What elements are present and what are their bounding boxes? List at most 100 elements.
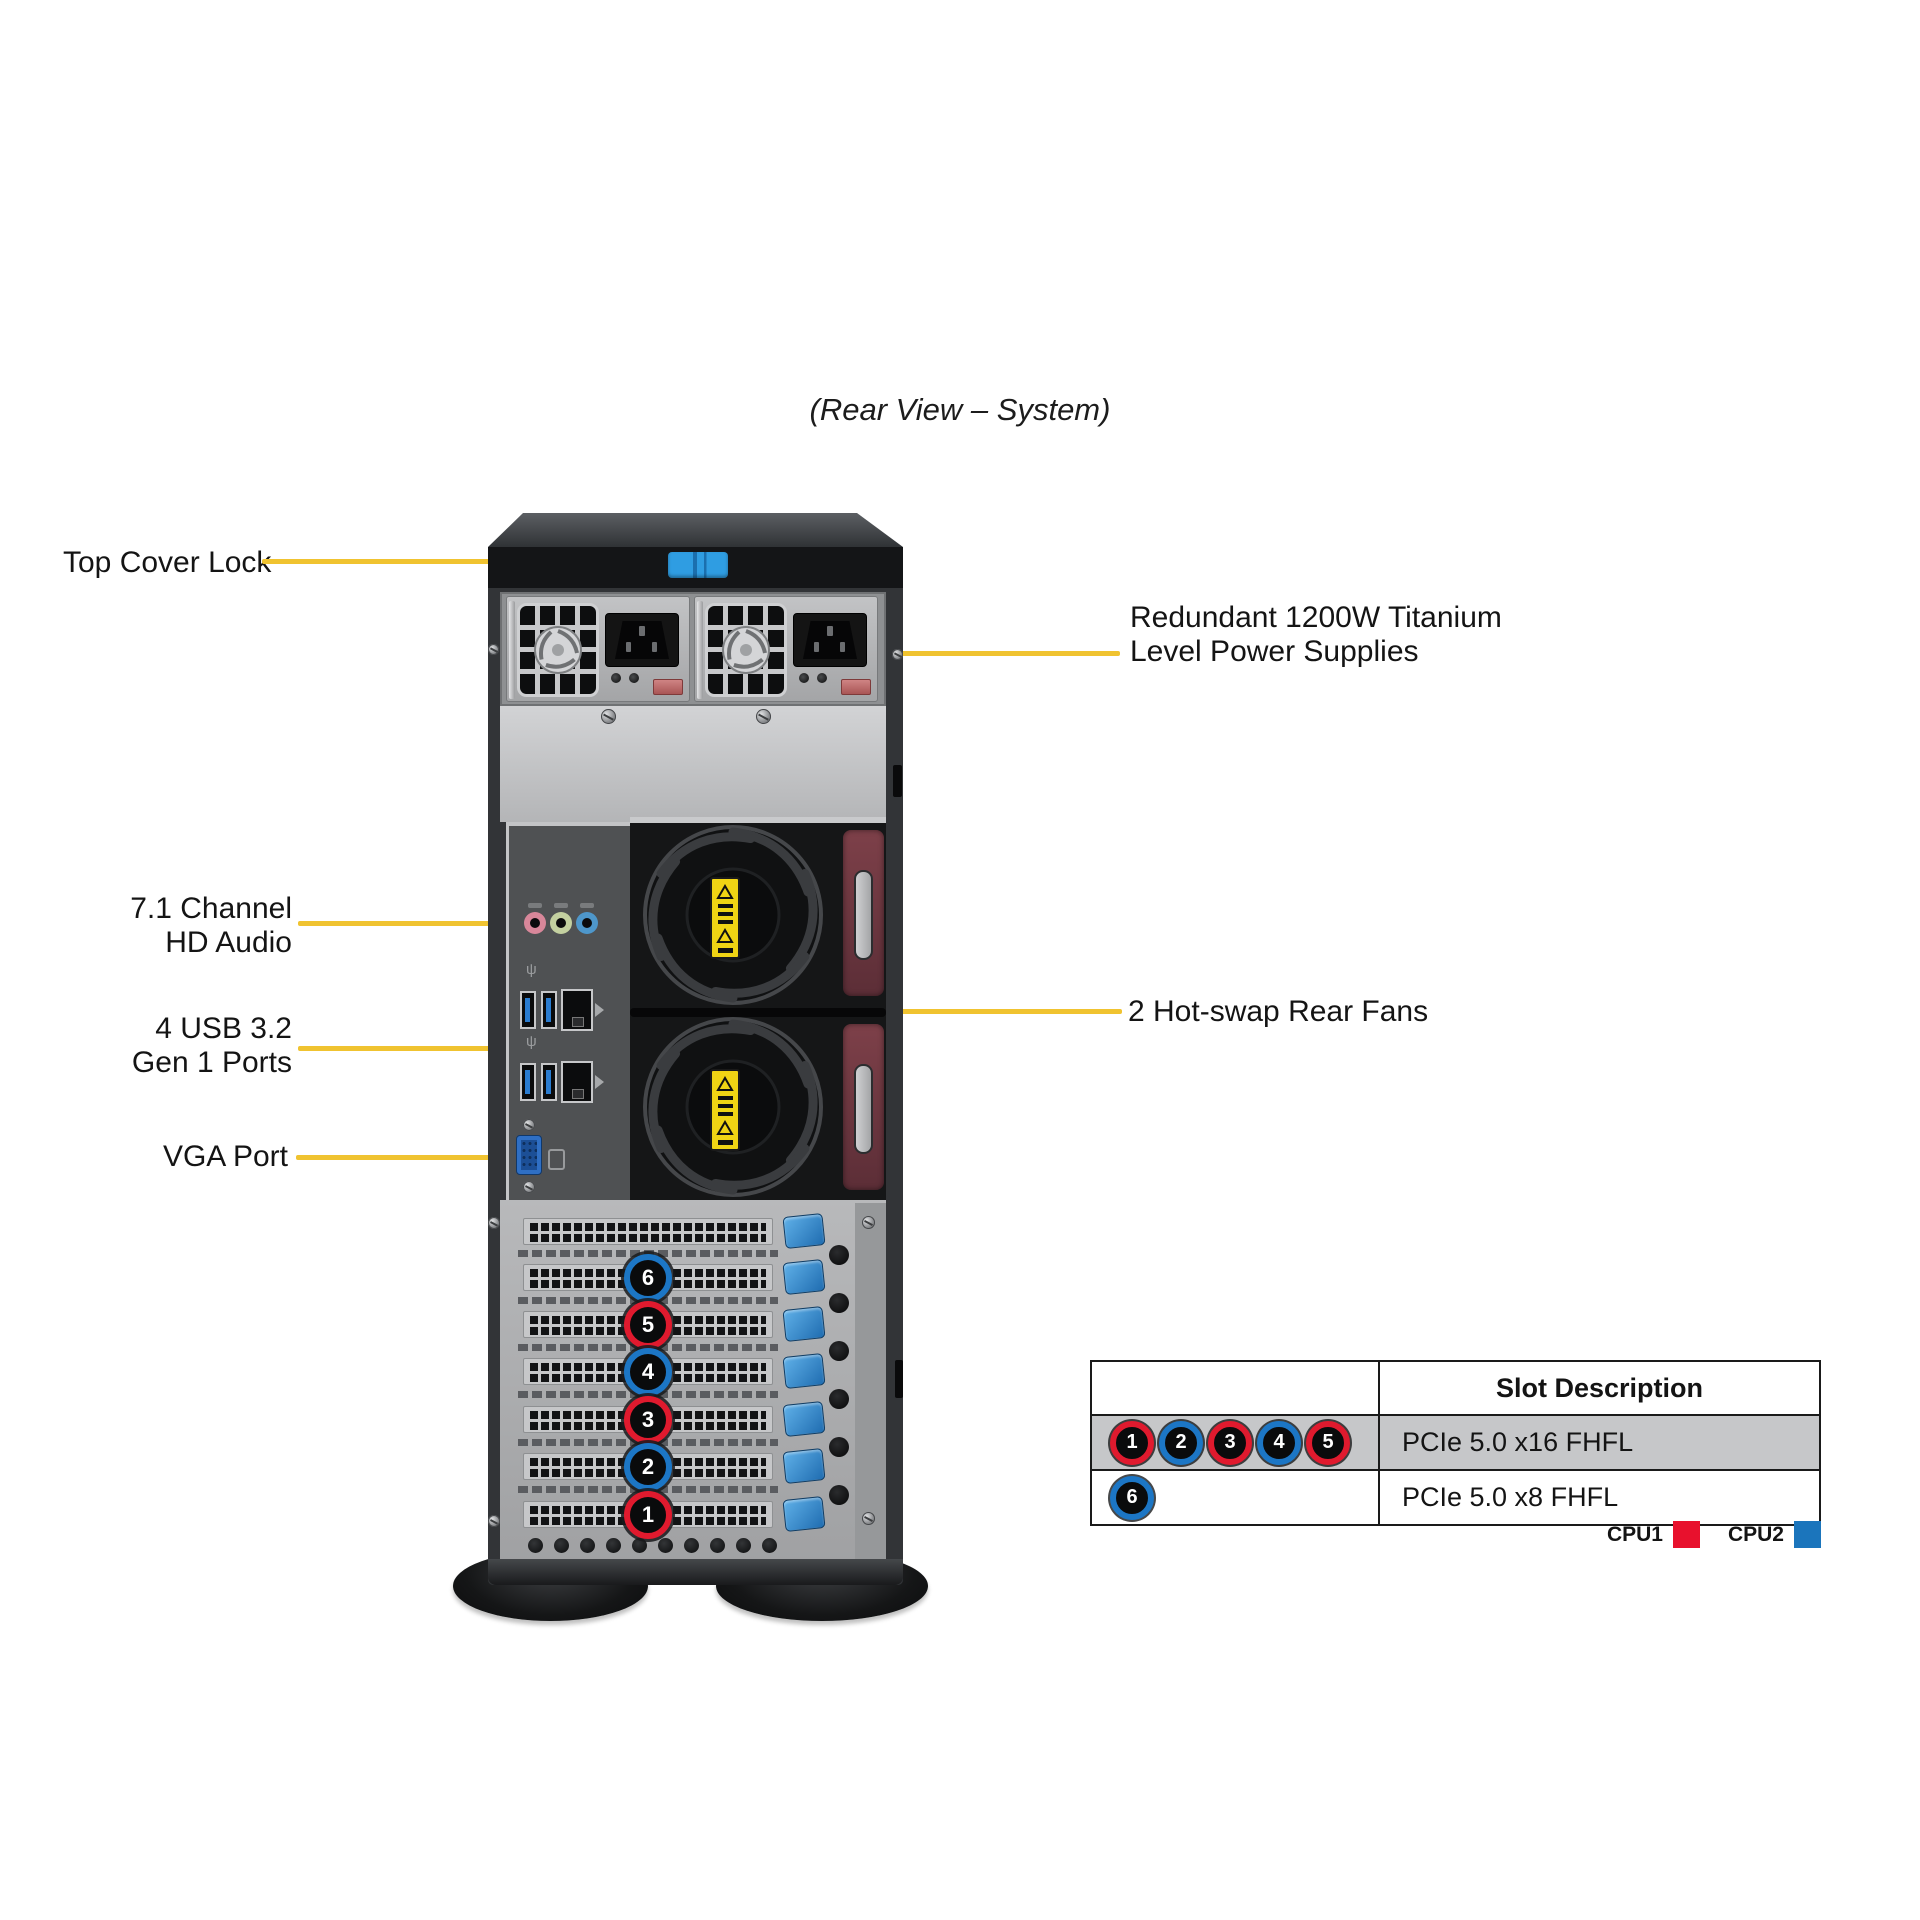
chassis-slot-badge-1: 1	[624, 1491, 672, 1539]
slot-latch	[782, 1447, 826, 1485]
vent-hole	[606, 1538, 621, 1553]
screw-hole	[829, 1389, 849, 1409]
usb-icon: ψ	[526, 961, 537, 978]
psu-status-led	[817, 673, 827, 683]
label-usb-ports: 4 USB 3.2 Gen 1 Ports	[132, 1012, 292, 1080]
usb-icon: ψ	[526, 1033, 537, 1050]
screw-hole	[829, 1293, 849, 1313]
chassis-screw	[488, 644, 499, 655]
lan-port	[561, 1061, 593, 1103]
screw-hole	[829, 1341, 849, 1361]
lan-port	[561, 989, 593, 1031]
label-power-supplies-line1: Redundant 1200W Titanium	[1130, 601, 1502, 634]
table-slots-cell: 6	[1092, 1471, 1380, 1524]
fan-divider	[630, 1008, 886, 1017]
label-usb-ports-line2: Gen 1 Ports	[131, 1046, 292, 1079]
table-slot-badge-4: 4	[1257, 1420, 1301, 1465]
slot-latch	[782, 1400, 826, 1438]
chassis-slot-badge-2: 2	[624, 1443, 672, 1491]
tower-illustration: ψ ψ	[453, 513, 928, 1628]
chassis-bottom	[488, 1559, 903, 1585]
chassis-screw	[756, 709, 771, 724]
side-notch	[893, 765, 902, 797]
audio-jack-mic	[524, 912, 546, 934]
table-slot-badge-1: 1	[1110, 1420, 1154, 1465]
table-slot-badge-2: 2	[1159, 1420, 1203, 1465]
psu-module-1	[506, 596, 690, 702]
audio-port-icon	[554, 903, 568, 908]
cpu2-label: CPU2	[1727, 1522, 1784, 1546]
pcie-slot-cover	[523, 1218, 773, 1245]
cpu-legend: CPU1 CPU2	[1090, 1521, 1821, 1548]
display-icon	[548, 1149, 565, 1170]
table-row: 1 2 3 4 5 PCIe 5.0 x16 FHFL	[1092, 1416, 1819, 1471]
psu-status-led	[629, 673, 639, 683]
fan-handle-grip	[854, 870, 873, 960]
slot-description-text: PCIe 5.0 x16 FHFL	[1402, 1427, 1634, 1457]
psu-rail	[697, 601, 703, 699]
vent-hole	[580, 1538, 595, 1553]
cpu1-label: CPU1	[1606, 1522, 1663, 1546]
psu-status-led	[611, 673, 621, 683]
table-description-cell: PCIe 5.0 x16 FHFL	[1380, 1416, 1819, 1469]
audio-port-icon	[528, 903, 542, 908]
ac-pin	[652, 642, 657, 652]
table-slot-badge-3: 3	[1208, 1420, 1252, 1465]
vent-hole	[658, 1538, 673, 1553]
slot-latch	[782, 1212, 826, 1250]
side-notch	[895, 1360, 903, 1398]
screw-hole	[829, 1437, 849, 1457]
label-top-cover-lock: Top Cover Lock	[63, 546, 272, 579]
callout-line-rear-fans	[878, 1009, 1122, 1014]
vga-screw	[523, 1181, 535, 1193]
usb-port	[541, 991, 557, 1029]
audio-port-icon	[580, 903, 594, 908]
pcie-section	[500, 1200, 886, 1562]
top-cover	[488, 513, 903, 547]
psu-release-tab	[653, 679, 683, 695]
vent-holes	[530, 1223, 766, 1231]
fan-icon	[643, 1017, 823, 1197]
screw-hole	[829, 1245, 849, 1265]
table-row: 6 PCIe 5.0 x8 FHFL	[1092, 1471, 1819, 1524]
table-slots-cell: 1 2 3 4 5	[1092, 1416, 1380, 1469]
vent-hole	[710, 1538, 725, 1553]
chassis-screw	[862, 1216, 875, 1229]
callout-line-hd-audio	[298, 921, 534, 926]
table-header-description-cell: Slot Description	[1495, 1372, 1704, 1403]
vga-port	[516, 1135, 542, 1175]
psu-fan-grille-icon	[517, 603, 599, 697]
top-cover-lock	[668, 552, 728, 578]
slot-latch	[782, 1352, 826, 1390]
callout-line-power-supplies	[880, 651, 1120, 656]
label-hd-audio-line1: 7.1 Channel	[130, 892, 292, 925]
vent-hole	[762, 1538, 777, 1553]
mid-panel	[500, 706, 886, 822]
label-power-supplies-line2: Level Power Supplies	[1130, 635, 1419, 668]
psu-module-2	[694, 596, 878, 702]
lan-port-arrow-icon	[595, 1075, 604, 1089]
callout-line-top-cover-lock	[262, 559, 665, 564]
callout-line-usb-ports	[298, 1046, 522, 1051]
chassis-slot-badge-3: 3	[624, 1396, 672, 1444]
label-rear-fans: 2 Hot-swap Rear Fans	[1128, 995, 1429, 1028]
audio-jack-lineout	[550, 912, 572, 934]
fan-handle	[843, 830, 884, 996]
table-slot-badge-6: 6	[1110, 1475, 1154, 1520]
fan-handle	[843, 1024, 884, 1190]
cpu2-color-swatch	[1794, 1521, 1821, 1548]
psu-fan-grille-icon	[705, 603, 787, 697]
label-vga-port: VGA Port	[162, 1140, 288, 1173]
page-title: (Rear View – System)	[809, 392, 1111, 427]
fan-section	[630, 817, 886, 1200]
psu-rail	[509, 601, 515, 699]
vent-hole	[528, 1538, 543, 1553]
table-header-row: Slot Description	[1092, 1362, 1819, 1416]
table-slot-badge-5: 5	[1306, 1420, 1350, 1465]
cpu1-color-swatch	[1672, 1521, 1700, 1548]
lan-port-arrow-icon	[595, 1003, 604, 1017]
chassis-screw	[488, 1217, 500, 1229]
vent-hole	[684, 1538, 699, 1553]
psu-release-tab	[841, 679, 871, 695]
